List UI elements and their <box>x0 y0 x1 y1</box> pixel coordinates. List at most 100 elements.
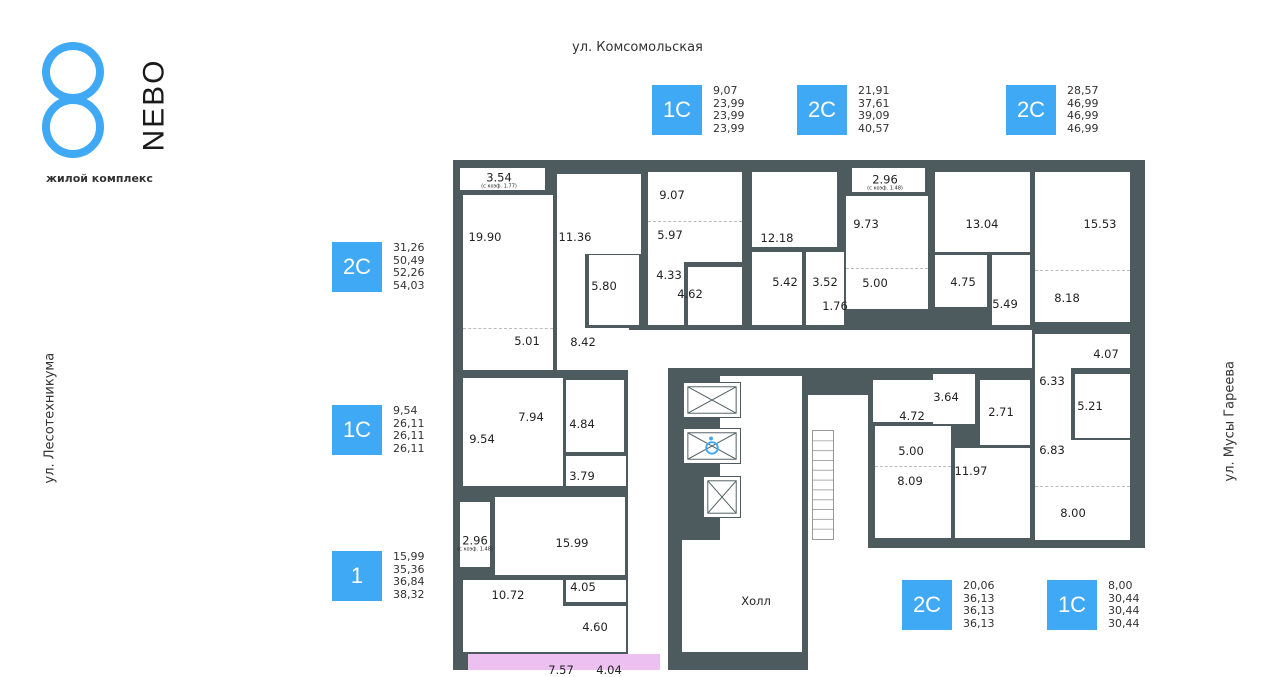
bathroom <box>980 380 1030 445</box>
room-area: 2.71 <box>988 405 1014 419</box>
room-area: 5.21 <box>1077 399 1103 413</box>
bedroom <box>752 172 837 247</box>
logo-tagline: жилой комплекс <box>46 172 153 185</box>
room-area: 9.07 <box>659 188 685 202</box>
apartment-type-badge[interactable]: 2С <box>902 580 952 630</box>
studio-room <box>648 172 742 262</box>
hallway <box>566 580 626 602</box>
street-left: ул. Лесотехникума <box>42 352 58 484</box>
room-area: 8.42 <box>570 335 596 349</box>
living-room <box>1035 172 1130 322</box>
highlighted-apartment[interactable] <box>468 654 660 670</box>
apartment-type-badge[interactable]: 2С <box>1006 85 1056 135</box>
room-area: 1.76 <box>822 299 848 313</box>
room-area: 4.05 <box>570 580 596 594</box>
apartment-type-badge[interactable]: 2С <box>797 85 847 135</box>
apartment-type-badge[interactable]: 2С <box>332 242 382 292</box>
living-room <box>463 195 553 370</box>
room-area: 8.09 <box>897 474 923 488</box>
zone-divider <box>1035 486 1130 487</box>
bathroom <box>1075 374 1130 438</box>
hallway <box>566 456 626 486</box>
room-area: 8.18 <box>1054 291 1080 305</box>
room-area: 11.36 <box>558 230 592 244</box>
apartment-type-badge[interactable]: 1С <box>332 405 382 455</box>
elevator-shaft-icon <box>703 476 741 518</box>
bathroom <box>688 267 742 325</box>
room-area: 8.00 <box>1060 506 1086 520</box>
room-area: 3.79 <box>569 469 595 483</box>
studio-room <box>1035 440 1130 540</box>
balcony <box>460 168 545 190</box>
room-area: 6.33 <box>1039 374 1065 388</box>
logo-eight-top-ring <box>42 42 104 102</box>
accessible-elevator-icon <box>683 428 741 464</box>
room-area: 5.00 <box>898 444 924 458</box>
room-area: 11.97 <box>954 464 988 478</box>
bathroom <box>935 255 987 307</box>
apartment-type-badge[interactable]: 1С <box>1047 580 1097 630</box>
room-area: 3.52 <box>812 275 838 289</box>
bathroom <box>752 252 802 325</box>
room-area: 3.54(с коэф. 1.77) <box>481 170 517 190</box>
stairs-icon <box>812 430 834 540</box>
bedroom <box>557 174 641 254</box>
street-top: ул. Комсомольская <box>572 40 703 55</box>
bathroom <box>589 255 639 325</box>
bedroom <box>935 172 1030 252</box>
apartment-type-badge[interactable]: 1С <box>652 85 702 135</box>
room-area: 9.73 <box>853 217 879 231</box>
room-area: 5.49 <box>992 297 1018 311</box>
room-area: 5.00 <box>862 276 888 290</box>
zone-divider <box>1035 270 1130 271</box>
logo-eight-bottom-ring <box>42 96 104 158</box>
room-area: 7.94 <box>518 410 544 424</box>
logo-brand: NEBO <box>137 58 171 152</box>
room-area: 19.90 <box>468 230 502 244</box>
room-area: 15.99 <box>555 536 589 550</box>
hallway <box>1035 334 1130 368</box>
room-area: 4.33 <box>656 268 682 282</box>
hallway <box>806 252 844 325</box>
room-area: 4.07 <box>1093 347 1119 361</box>
room-area: 9.54 <box>469 432 495 446</box>
hall-label: Холл <box>741 594 771 608</box>
zone-divider <box>875 466 951 467</box>
bathroom <box>560 606 626 652</box>
zone-divider <box>846 268 928 269</box>
room-area: 3.64 <box>933 390 959 404</box>
room-area: 15.53 <box>1083 217 1117 231</box>
room-area: 4.75 <box>950 275 976 289</box>
kitchen <box>463 580 563 652</box>
room-area: 10.72 <box>491 588 525 602</box>
room-area: 4.72 <box>899 409 925 423</box>
balcony <box>852 168 925 192</box>
bedroom <box>955 448 1030 538</box>
room-area: 5.42 <box>772 275 798 289</box>
living-room <box>495 497 625 575</box>
room-area: 13.04 <box>965 217 999 231</box>
lobby-hall <box>682 540 802 652</box>
kitchen-living <box>875 426 951 538</box>
room-area: 5.97 <box>657 228 683 242</box>
hallway <box>648 262 684 325</box>
room-area: 2.96(с коэф. 1.48) <box>457 533 493 553</box>
bathroom <box>566 380 624 452</box>
elevator-shaft-icon <box>683 382 741 418</box>
hallway <box>933 374 975 424</box>
apartment-type-badge[interactable]: 1 <box>332 551 382 601</box>
common-corridor <box>628 330 668 670</box>
room-area: 12.18 <box>760 231 794 245</box>
room-area: 7.57 <box>548 663 574 677</box>
living-room <box>846 196 928 309</box>
street-right: ул. Мусы Гареева <box>1222 361 1238 482</box>
hallway <box>992 255 1030 325</box>
room-area: 4.84 <box>569 417 595 431</box>
studio-room <box>463 378 563 486</box>
